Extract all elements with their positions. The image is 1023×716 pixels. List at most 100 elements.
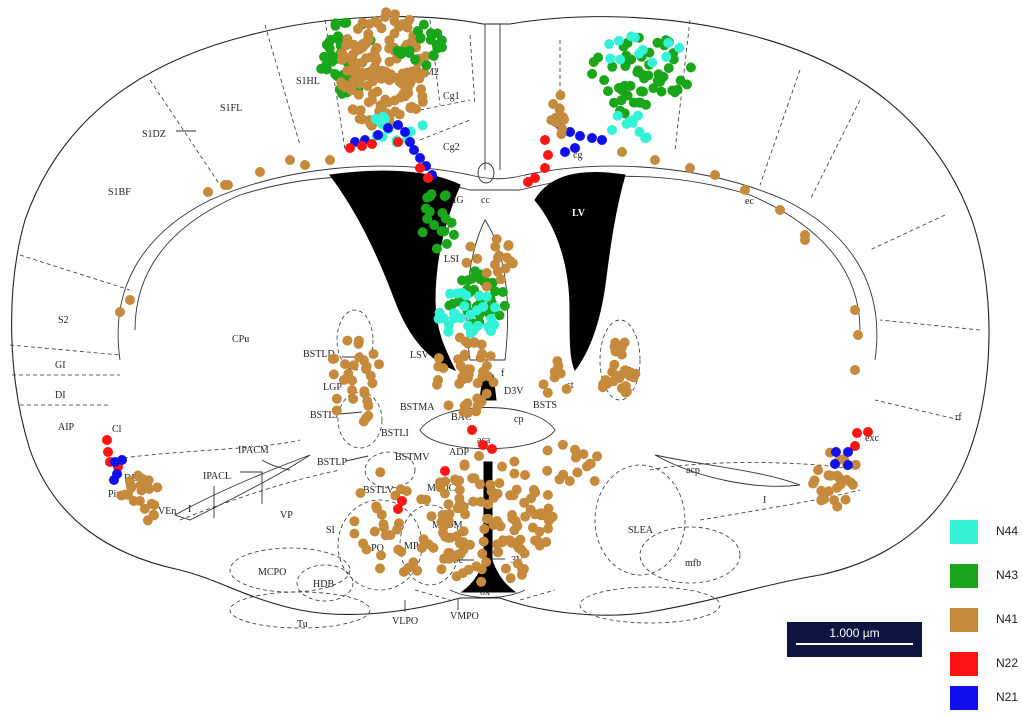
left-acp-tract (173, 454, 311, 521)
cell-marker-n21 (560, 147, 570, 157)
cell-marker-n41 (143, 475, 154, 486)
cell-marker-n41 (481, 360, 492, 371)
cell-marker-n41 (394, 76, 405, 87)
cell-marker-n41 (342, 335, 353, 346)
midline (484, 24, 501, 170)
label-ec: ec (745, 196, 754, 207)
cell-marker-n41 (476, 576, 487, 587)
cell-marker-n41 (850, 305, 860, 315)
cell-marker-n22 (467, 425, 477, 435)
cell-marker-n41 (420, 51, 431, 62)
cell-marker-n41 (443, 547, 454, 558)
label-bstma: BSTMA (400, 402, 435, 413)
corpus-callosum-outline (134, 175, 861, 331)
cell-marker-n41 (328, 369, 339, 380)
cell-marker-n44 (478, 301, 489, 312)
cell-marker-n44 (633, 110, 643, 121)
cell-marker-n41 (347, 57, 358, 68)
cell-marker-n43 (587, 68, 598, 79)
cell-marker-n41 (460, 509, 471, 520)
cell-marker-n41 (384, 56, 395, 67)
legend-swatch-n22 (950, 652, 978, 676)
cell-marker-n43 (599, 75, 610, 86)
cell-marker-n41 (528, 484, 539, 495)
label-bstlj: BSTLJ (310, 410, 338, 421)
cell-marker-n41 (381, 67, 392, 78)
cell-marker-n41 (365, 370, 376, 381)
cell-marker-n21 (393, 120, 403, 130)
ig-ellipse (477, 162, 495, 184)
cell-marker-n41 (800, 235, 810, 245)
cell-marker-n41 (454, 475, 465, 486)
label-bsts: BSTS (533, 400, 557, 411)
cell-marker-n21 (405, 137, 415, 147)
cell-marker-n41 (509, 456, 520, 467)
legend-label-n21: N21 (996, 690, 1019, 704)
cell-marker-n41 (421, 494, 432, 505)
cell-marker-n41 (426, 511, 437, 522)
cell-marker-n41 (589, 476, 600, 486)
label-cc: cc (481, 195, 490, 206)
legend-item-n43: N43 (950, 564, 1020, 588)
cell-marker-n22 (423, 173, 433, 183)
cell-marker-n44 (449, 313, 460, 324)
cell-marker-n22 (863, 427, 873, 437)
cell-marker-n43 (497, 287, 508, 297)
cell-marker-n44 (629, 32, 640, 43)
cell-marker-n44 (647, 57, 658, 68)
label-bac: BAC (451, 412, 472, 423)
cell-marker-n44 (439, 313, 449, 324)
cell-marker-n21 (587, 133, 597, 143)
cell-markers (102, 7, 873, 587)
cell-marker-n44 (417, 120, 428, 131)
cell-marker-n41 (396, 546, 407, 557)
cell-marker-n41 (443, 499, 454, 510)
cell-marker-n41 (203, 187, 213, 197)
cell-marker-n41 (451, 571, 462, 582)
cell-marker-n41 (385, 530, 396, 541)
cell-marker-n41 (832, 470, 843, 481)
cell-marker-n22 (543, 150, 553, 160)
cell-marker-n43 (668, 54, 679, 65)
cell-marker-n21 (570, 143, 580, 153)
label-vmpo: VMPO (450, 611, 479, 622)
cell-marker-n41 (327, 354, 338, 364)
cell-marker-n44 (378, 111, 389, 122)
cell-marker-n44 (452, 288, 463, 299)
cell-marker-n41 (394, 109, 405, 120)
cell-marker-n41 (355, 105, 366, 116)
cell-marker-n41 (850, 459, 861, 470)
cell-marker-n43 (437, 42, 447, 53)
cell-marker-n21 (400, 127, 410, 137)
cell-marker-n41 (823, 470, 834, 481)
cell-marker-n41 (481, 281, 492, 292)
cell-marker-n41 (133, 470, 143, 481)
cell-marker-n44 (472, 320, 483, 331)
cell-marker-n41 (558, 469, 569, 480)
cell-marker-n41 (384, 35, 395, 46)
cell-marker-n43 (494, 310, 505, 321)
cell-marker-n22 (415, 163, 425, 173)
cell-marker-n41 (617, 147, 627, 157)
cell-marker-n44 (465, 309, 476, 320)
cell-marker-n41 (650, 155, 660, 165)
cell-marker-n44 (623, 117, 634, 127)
cell-marker-n41 (359, 388, 370, 399)
cell-marker-n41 (381, 7, 392, 18)
cell-marker-n44 (459, 301, 470, 312)
cell-marker-n43 (463, 275, 474, 286)
cell-marker-n41 (505, 490, 516, 501)
label-lgp: LGP (323, 382, 342, 393)
cell-marker-n41 (610, 337, 621, 348)
cell-marker-n41 (348, 39, 359, 50)
cell-marker-n41 (542, 465, 553, 476)
legend-item-n21: N21 (950, 686, 1020, 710)
cell-marker-n41 (465, 539, 475, 550)
label-vp: VP (280, 510, 293, 521)
cell-marker-n44 (486, 326, 496, 337)
cell-marker-n41 (543, 523, 554, 534)
label-exc: exc (865, 433, 879, 444)
cell-marker-n41 (557, 439, 568, 450)
label-rf: rf (955, 412, 962, 423)
